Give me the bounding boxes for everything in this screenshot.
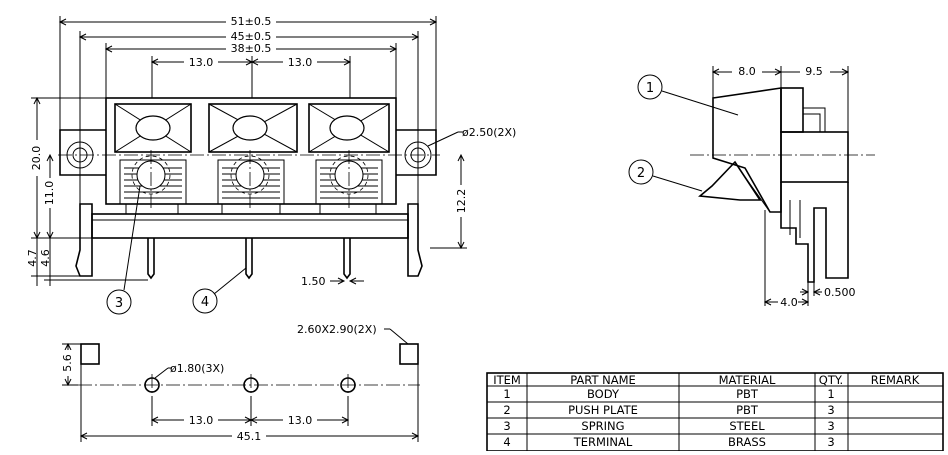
spring-cavity-1 — [119, 150, 187, 210]
push-button-1 — [114, 103, 192, 153]
right-flange — [396, 129, 437, 176]
svg-text:3: 3 — [115, 296, 123, 311]
front-view: 51±0.5 45±0.5 38±0.5 13.0 13.0 — [26, 14, 516, 315]
balloon-2 — [628, 159, 654, 185]
table-row: 2 PUSH PLATE PBT 3 — [503, 403, 834, 417]
side-housing — [780, 131, 849, 183]
svg-text:SPRING: SPRING — [581, 419, 624, 433]
terminal-2 — [245, 238, 253, 280]
bom-header-row: ITEM PART NAME MATERIAL QTY. REMARK — [493, 373, 920, 387]
terminal-1 — [147, 238, 155, 280]
dim-pin-offset-b: 4.6 — [39, 249, 52, 267]
svg-text:3: 3 — [827, 419, 834, 433]
balloon-4 — [192, 288, 218, 314]
pcb-pad-left — [80, 343, 100, 365]
dim-overall-width: 51±0.5 — [231, 15, 272, 28]
bom-table: ITEM PART NAME MATERIAL QTY. REMARK 1 BO… — [486, 372, 944, 452]
dim-pcb-width: 45.1 — [237, 430, 262, 443]
side-view: 8.0 9.5 1 2 4.0 0.500 — [628, 65, 875, 309]
dim-right-height: 12.2 — [455, 189, 468, 214]
svg-text:PBT: PBT — [736, 403, 759, 417]
svg-text:4: 4 — [201, 295, 209, 310]
dim-pin-width: 1.50 — [301, 275, 326, 288]
pcb-layout: ø1.80(3X) 2.60X2.90(2X) 5.6 13.0 13.0 45… — [58, 323, 420, 443]
dim-pcb-hole: ø1.80(3X) — [170, 362, 224, 375]
dim-pitch-left: 13.0 — [189, 56, 214, 69]
table-row: 4 TERMINAL BRASS 3 — [503, 435, 834, 449]
side-button — [780, 87, 804, 133]
dim-pad-size: 2.60X2.90(2X) — [297, 323, 377, 336]
bom-header-qty: QTY. — [819, 373, 843, 387]
dim-side-top-right: 9.5 — [805, 65, 823, 78]
dim-side-pin: 0.500 — [824, 286, 856, 299]
dim-pin-offset-a: 4.7 — [26, 249, 39, 267]
bom-header-material: MATERIAL — [719, 373, 776, 387]
svg-text:BRASS: BRASS — [728, 435, 766, 449]
svg-text:BODY: BODY — [587, 387, 620, 401]
dim-height-total: 20.0 — [30, 146, 43, 171]
dim-pcb-pitch-left: 13.0 — [189, 414, 214, 427]
bom-header-item: ITEM — [493, 373, 521, 387]
side-push-plate — [698, 160, 762, 201]
spring-cavity-2 — [217, 150, 285, 210]
dim-side-top-left: 8.0 — [738, 65, 756, 78]
svg-text:3: 3 — [827, 403, 834, 417]
push-button-2 — [208, 103, 298, 153]
bom-header-remark: REMARK — [871, 373, 920, 387]
table-row: 3 SPRING STEEL 3 — [503, 419, 834, 433]
dim-pitch-right: 13.0 — [288, 56, 313, 69]
spring-cavity-3 — [315, 150, 383, 210]
side-body — [712, 87, 782, 213]
terminal-3 — [343, 238, 351, 280]
svg-text:2: 2 — [637, 166, 645, 181]
table-row: 1 BODY PBT 1 — [503, 387, 834, 401]
svg-text:PUSH PLATE: PUSH PLATE — [568, 403, 638, 417]
push-button-3 — [308, 103, 390, 153]
side-terminal — [780, 182, 849, 283]
svg-text:1: 1 — [827, 387, 834, 401]
svg-text:STEEL: STEEL — [729, 419, 765, 433]
svg-text:PBT: PBT — [736, 387, 759, 401]
dim-mount-hole: ø2.50(2X) — [462, 126, 516, 139]
dim-inner-width: 45±0.5 — [231, 30, 272, 43]
base-strip — [91, 213, 409, 239]
svg-text:1: 1 — [503, 387, 510, 401]
svg-text:1: 1 — [646, 81, 654, 96]
svg-text:4: 4 — [503, 435, 510, 449]
svg-text:TERMINAL: TERMINAL — [573, 435, 633, 449]
svg-text:3: 3 — [503, 419, 510, 433]
dim-pcb-pitch-right: 13.0 — [288, 414, 313, 427]
snap-leg-left — [75, 203, 93, 277]
svg-text:3: 3 — [827, 435, 834, 449]
dim-side-bottom: 4.0 — [780, 296, 798, 309]
left-flange — [59, 129, 106, 176]
balloon-1 — [637, 74, 663, 100]
dim-pad-height: 5.6 — [61, 354, 74, 372]
dim-body-width: 38±0.5 — [231, 42, 272, 55]
dim-height-lower: 11.0 — [43, 181, 56, 206]
pcb-pad-right — [399, 343, 419, 365]
bom-header-part-name: PART NAME — [570, 373, 636, 387]
svg-text:2: 2 — [503, 403, 510, 417]
balloon-3 — [106, 289, 132, 315]
snap-leg-right — [407, 203, 423, 277]
